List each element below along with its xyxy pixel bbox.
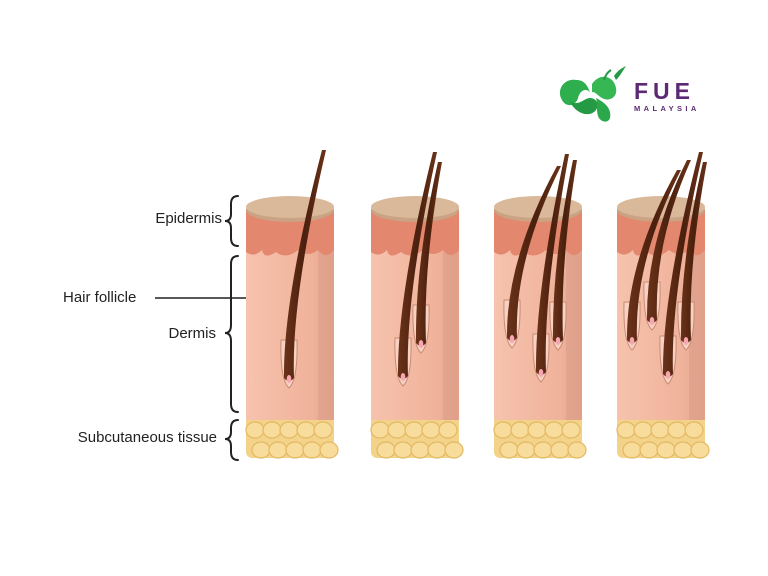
hair-shaft	[397, 152, 437, 379]
hair-follicle	[532, 154, 569, 383]
skin-column	[616, 152, 710, 459]
hair-shaft	[626, 170, 681, 343]
hair-follicle-label: Hair follicle	[63, 289, 137, 306]
bracket-group	[224, 195, 239, 461]
hair-shaft	[646, 160, 691, 323]
subcutaneous-fat	[245, 416, 339, 459]
hair-follicle	[677, 162, 707, 351]
dermal-papilla	[649, 317, 655, 325]
hair-shaft	[535, 154, 569, 375]
dermal-papilla	[538, 369, 544, 377]
dermis-side	[566, 210, 582, 420]
hair-follicle	[394, 152, 437, 387]
dermal-papilla	[629, 337, 635, 345]
epidermis-bracket	[224, 195, 239, 247]
skin-column	[245, 150, 339, 459]
hair-follicle	[412, 162, 442, 354]
epidermis-layer	[246, 210, 334, 256]
hair-follicle	[623, 170, 681, 351]
hair-shaft	[680, 162, 707, 343]
hair-shaft	[415, 162, 442, 346]
dermal-papilla	[418, 340, 424, 348]
leaf-profile-icon	[559, 66, 626, 122]
dermis-bracket	[224, 255, 239, 413]
subcutaneous-fat	[370, 416, 464, 459]
hair-follicle	[643, 160, 691, 331]
hair-follicle	[659, 152, 703, 385]
hair-shaft	[662, 152, 703, 377]
dermis-side	[318, 210, 334, 420]
hair-shaft	[283, 150, 326, 381]
subcutaneous-bracket	[224, 419, 239, 461]
dermal-papilla	[509, 335, 515, 343]
skin-column	[493, 154, 587, 459]
hair-follicle	[503, 166, 561, 349]
skin-columns	[245, 150, 710, 459]
dermal-papilla	[683, 337, 689, 345]
hair-shaft	[506, 166, 561, 341]
logo-subtitle: MALAYSIA	[634, 104, 700, 113]
dermal-papilla	[665, 371, 671, 379]
dermal-papilla	[286, 375, 292, 383]
dermis-side	[443, 210, 459, 420]
logo-title: FUE	[634, 78, 695, 104]
hair-shaft	[552, 160, 577, 343]
subcutaneous-fat	[493, 416, 587, 459]
epidermis-top	[371, 196, 459, 218]
hair-follicle	[280, 150, 326, 389]
subcutaneous-fat	[616, 416, 710, 459]
dermal-papilla	[555, 337, 561, 345]
subcutaneous-tissue-label: Subcutaneous tissue	[77, 429, 217, 446]
epidermis-label: Epidermis	[155, 210, 222, 227]
skin-column	[370, 152, 464, 459]
logo: FUE MALAYSIA	[634, 79, 700, 114]
dermis-label: Dermis	[168, 325, 217, 342]
hair-follicle	[549, 160, 577, 351]
dermis-side	[689, 210, 705, 420]
epidermis-top	[246, 196, 334, 218]
dermal-papilla	[400, 373, 406, 381]
